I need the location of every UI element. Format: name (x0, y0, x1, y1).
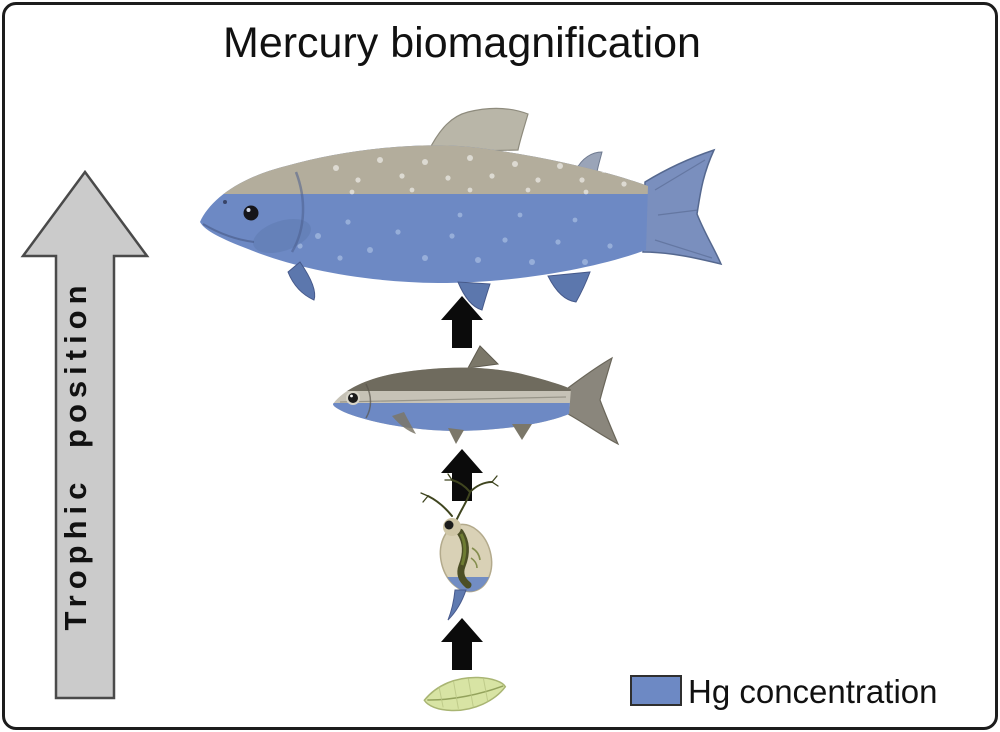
phytoplankton-striations (438, 677, 489, 709)
zooplankton-antennae (427, 479, 493, 522)
zooplankton-gut-algae (459, 533, 467, 566)
small-fish-lateral-line (339, 396, 567, 403)
small-fish-back (333, 367, 571, 391)
large-fish-illustration (200, 107, 723, 311)
trophic-axis: Trophic position (20, 169, 150, 700)
small-fish-eye (348, 393, 358, 403)
small-fish-dorsal-fin (467, 345, 500, 369)
arrow-zooplankton-to-smallfish (441, 449, 483, 501)
phytoplankton-midline (427, 685, 504, 701)
arrow-phytoplankton-to-zooplankton (441, 618, 483, 670)
large-fish-spots (297, 155, 633, 265)
large-fish-nostril (223, 200, 227, 204)
small-fish-eye-highlight (350, 394, 353, 398)
phytoplankton-cell (423, 676, 507, 712)
trophic-axis-arrow (20, 169, 150, 700)
large-fish-eye-highlight (246, 208, 251, 212)
small-fish-tail-fin (567, 356, 620, 446)
small-fish-illustration (333, 345, 620, 446)
large-fish-pelvic-fin (457, 281, 491, 311)
legend: Hg concentration (630, 673, 937, 710)
legend-label: Hg concentration (688, 673, 937, 710)
small-fish-pectoral-fin (392, 412, 416, 434)
large-fish-gill-line (290, 171, 305, 253)
large-fish-tail-streaks (654, 159, 713, 259)
large-fish-anal-fin (547, 271, 591, 303)
page-title: Mercury biomagnification (223, 19, 701, 67)
zooplankton-antennae-setae (420, 473, 499, 503)
zooplankton-eye (444, 520, 454, 530)
large-fish-eye (243, 205, 259, 221)
large-fish-pectoral-fin (287, 261, 316, 301)
large-fish-tail-fin (642, 148, 723, 266)
trophic-axis-label: Trophic position (58, 279, 93, 630)
small-fish-pelvic-fin (448, 428, 464, 444)
small-fish-anal-fin (512, 424, 532, 440)
zooplankton-tail-spine (447, 589, 467, 621)
zooplankton-limbs (470, 547, 481, 569)
large-fish-dorsal-fin (427, 107, 529, 153)
phytoplankton-illustration (423, 676, 507, 712)
legend-hg-swatch (630, 675, 682, 706)
large-fish-jaw-line (202, 223, 255, 243)
small-fish-gill-line (365, 383, 372, 419)
